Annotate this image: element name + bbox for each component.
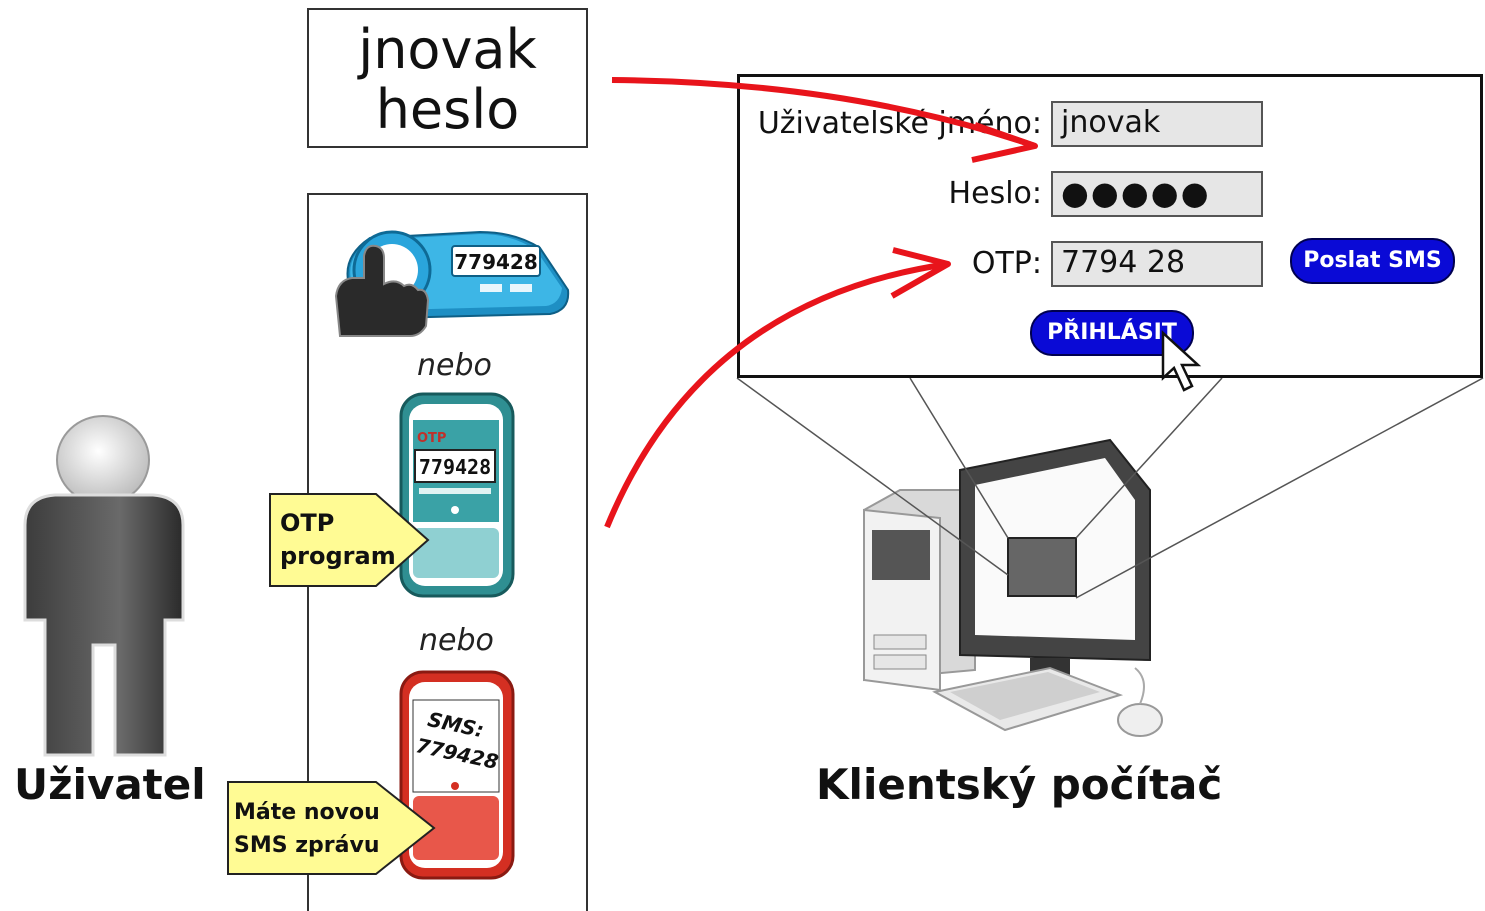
password-label: Heslo: <box>948 176 1042 211</box>
hardware-token-icon: 779428 <box>334 230 570 337</box>
sms-callout-text: Máte novou SMS zprávu <box>234 796 380 862</box>
otp-app-code: 779428 <box>419 455 491 479</box>
separator-nebo-2: nebo <box>419 623 494 658</box>
otp-program-callout-text: OTP program <box>280 507 396 573</box>
username-text: jnovak <box>358 18 537 81</box>
otp-program-line1: OTP <box>280 509 335 537</box>
token-display-code: 779428 <box>454 250 538 274</box>
arrow-head-credentials <box>971 122 1038 163</box>
separator-nebo-1: nebo <box>417 348 492 383</box>
sms-callout-line1: Máte novou <box>234 800 380 825</box>
otp-program-callout <box>269 493 430 587</box>
user-label: Uživatel <box>14 760 206 809</box>
mouse-cursor-icon <box>1161 330 1202 392</box>
login-button[interactable]: PŘIHLÁSIT <box>1030 310 1194 356</box>
otp-program-line2: program <box>280 542 396 570</box>
client-computer-icon <box>863 438 1163 737</box>
otp-label: OTP: <box>971 246 1042 281</box>
password-field[interactable]: ●●●●● <box>1051 171 1263 217</box>
otp-app-phone-icon: OTP 779428 <box>399 392 515 598</box>
sms-callout <box>227 781 436 875</box>
otp-app-label: OTP <box>417 431 446 446</box>
username-field[interactable]: jnovak <box>1051 101 1263 147</box>
credentials-box: jnovak heslo <box>307 8 588 148</box>
send-sms-button[interactable]: Poslat SMS <box>1290 238 1455 284</box>
user-figure-icon <box>23 415 185 757</box>
client-computer-label: Klientský počítač <box>816 760 1223 809</box>
password-text: heslo <box>375 78 520 141</box>
sms-callout-line2: SMS zprávu <box>234 833 380 858</box>
arrow-head-otp <box>890 247 951 299</box>
otp-field[interactable]: 7794 28 <box>1051 241 1263 287</box>
